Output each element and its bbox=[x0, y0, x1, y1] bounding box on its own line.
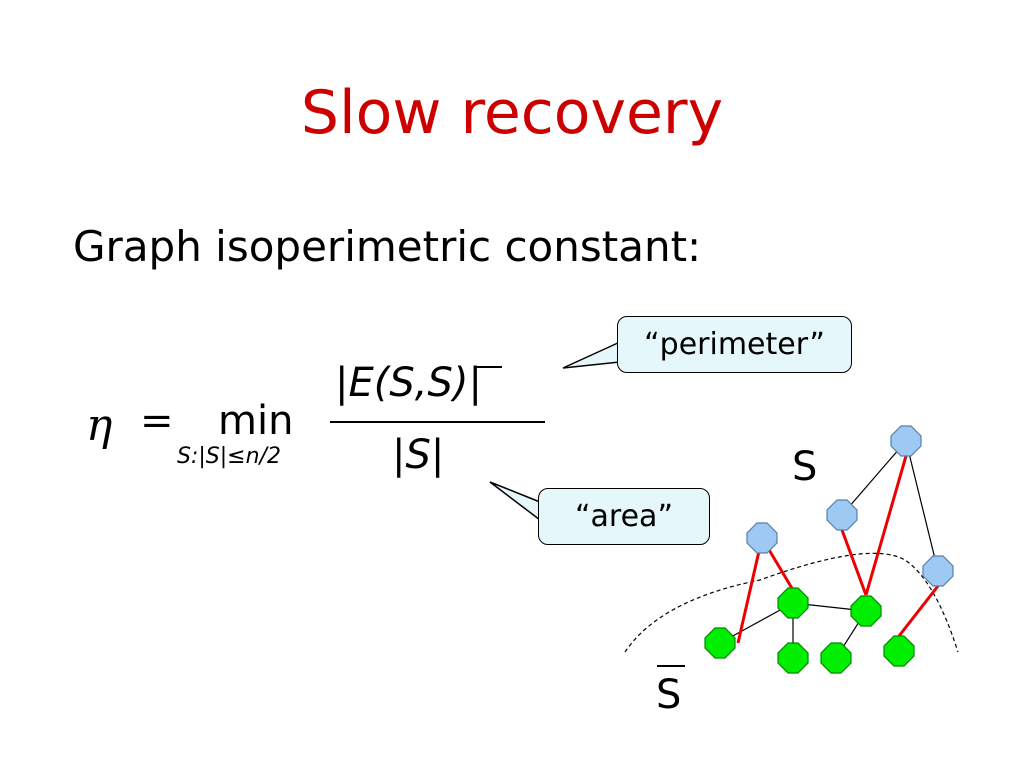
min-subscript: S:|S|≤n/2 bbox=[177, 444, 281, 469]
s-node bbox=[746, 522, 778, 554]
s-bar-node bbox=[777, 587, 809, 619]
min-operator: min bbox=[218, 398, 294, 444]
slide-subtitle: Graph isoperimetric constant: bbox=[73, 222, 702, 271]
s-node bbox=[890, 425, 922, 457]
set-s-label: S bbox=[792, 444, 818, 490]
slide-title: Slow recovery bbox=[300, 78, 724, 148]
perimeter-callout-text: “perimeter” bbox=[644, 327, 825, 362]
s-node bbox=[826, 499, 858, 531]
perimeter-callout-pointer bbox=[562, 340, 621, 369]
s-node bbox=[922, 555, 954, 587]
s-bar-node bbox=[704, 627, 736, 659]
s-nodes bbox=[746, 425, 954, 587]
area-callout-text: “area” bbox=[575, 499, 673, 534]
fraction-numerator: |E(S,S)| bbox=[335, 360, 482, 406]
eta-symbol: η bbox=[86, 400, 113, 451]
set-s-bar-overbar bbox=[657, 665, 685, 667]
s-bar-node bbox=[820, 642, 852, 674]
area-callout-pointer bbox=[489, 481, 541, 522]
area-callout: “area” bbox=[538, 488, 710, 545]
s-bar-node bbox=[777, 642, 809, 674]
numerator-s-overbar bbox=[476, 366, 502, 368]
fraction-denominator: |S| bbox=[392, 432, 445, 478]
fraction-bar bbox=[330, 421, 545, 423]
s-bar-node bbox=[850, 595, 882, 627]
set-s-bar-label: S bbox=[656, 672, 682, 718]
cut-boundary-dashed bbox=[624, 552, 959, 653]
s-bar-nodes bbox=[704, 587, 915, 674]
perimeter-callout: “perimeter” bbox=[617, 316, 852, 373]
equals-sign: = bbox=[140, 398, 174, 444]
s-bar-node bbox=[883, 635, 915, 667]
